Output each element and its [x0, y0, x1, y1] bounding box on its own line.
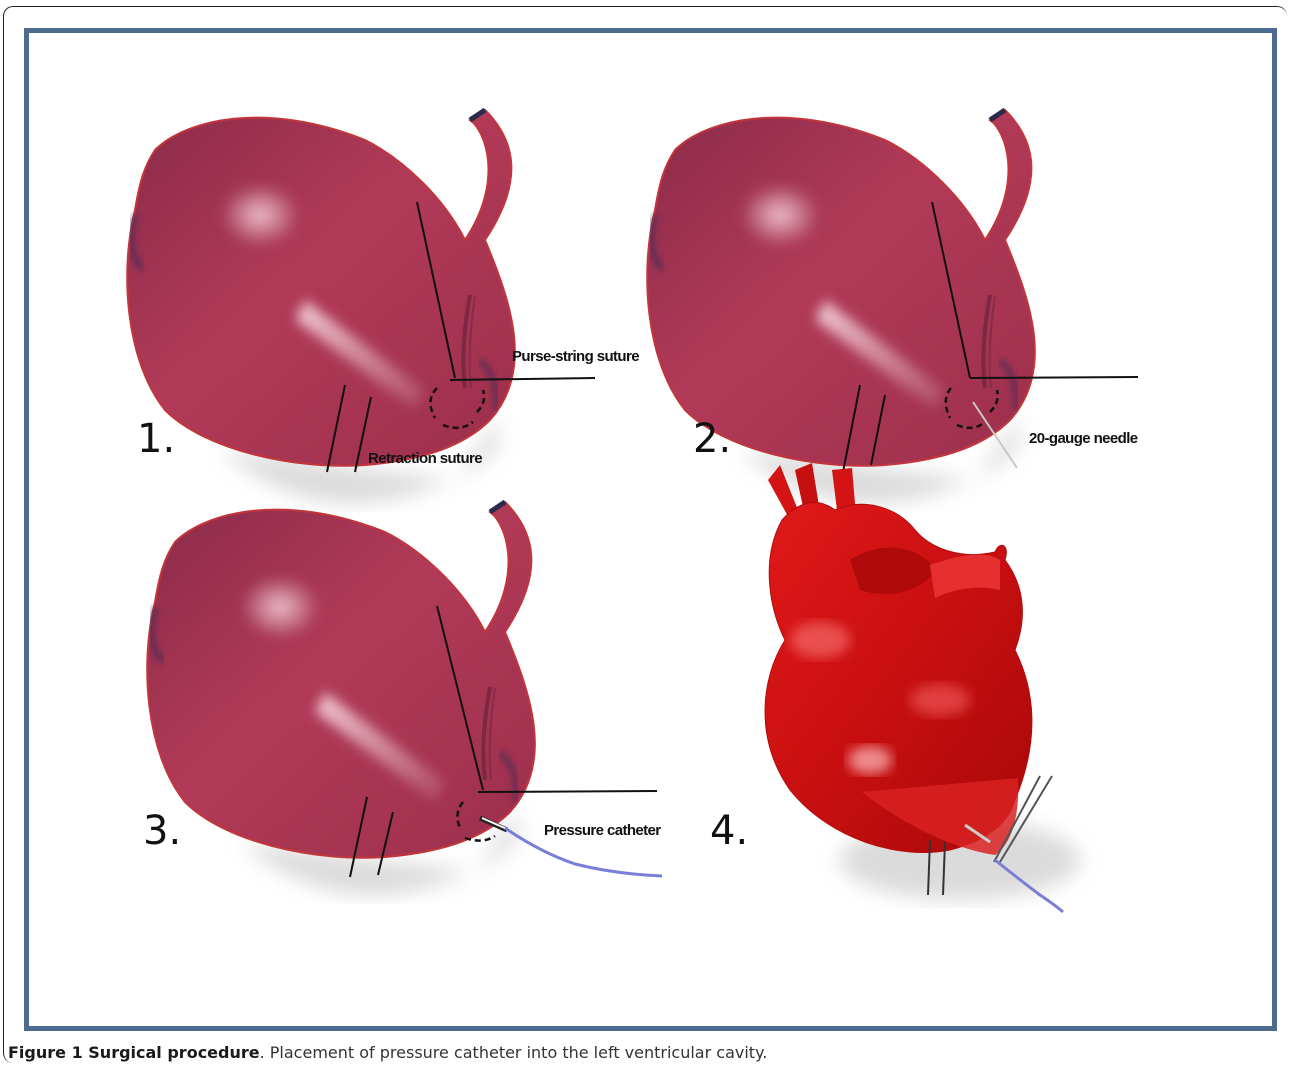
panel-2-number: 2.: [693, 416, 731, 462]
panel-1: [127, 110, 595, 503]
panel-1-number: 1.: [137, 416, 175, 462]
needle-label: 20-gauge needle: [1029, 430, 1138, 447]
figure-caption: Figure 1 Surgical procedure. Placement o…: [8, 1043, 767, 1062]
caption-title: Figure 1 Surgical procedure: [8, 1043, 260, 1062]
purse-string-suture-label: Purse-string suture: [512, 348, 639, 365]
pressure-catheter-label: Pressure catheter: [544, 822, 661, 839]
retraction-suture-label: Retraction suture: [368, 450, 482, 467]
panel-4: [765, 463, 1080, 912]
panel-4-number: 4.: [710, 808, 748, 854]
caption-text: . Placement of pressure catheter into th…: [260, 1043, 768, 1062]
panel-3-number: 3.: [143, 808, 181, 854]
